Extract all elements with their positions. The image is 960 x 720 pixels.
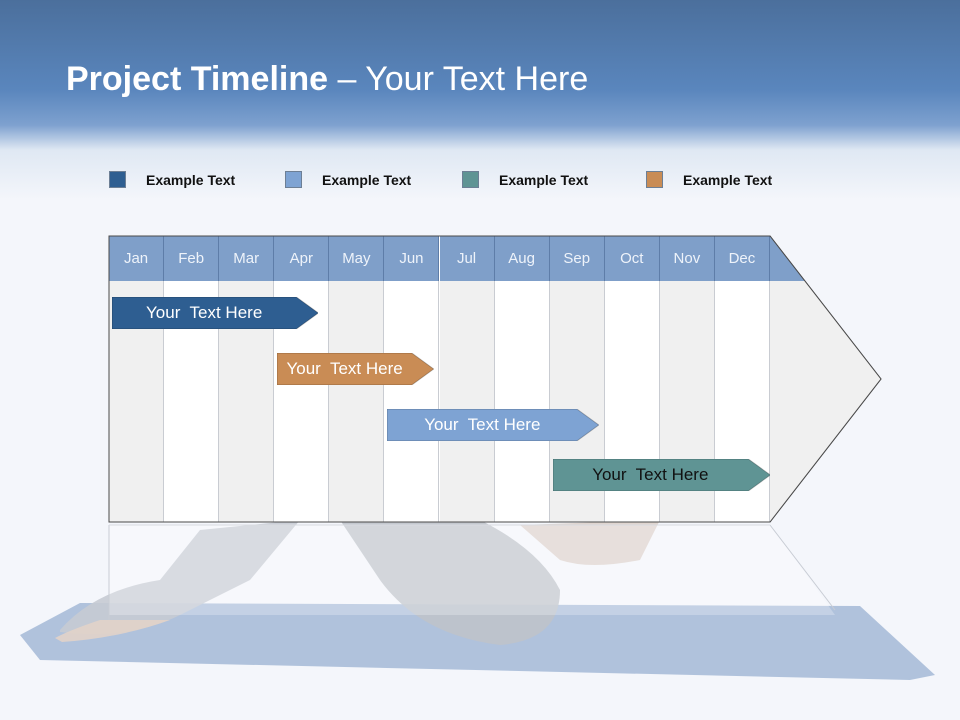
- background-photo: [20, 520, 935, 680]
- legend-label-1: Example Text: [146, 172, 236, 188]
- legend-label-3: Example Text: [499, 172, 589, 188]
- header-band: [0, 0, 960, 200]
- legend-label-2: Example Text: [322, 172, 412, 188]
- month-header-jul: Jul: [439, 236, 495, 281]
- legend: Example Text Example Text Example Text E…: [0, 170, 960, 194]
- month-column-may: [329, 281, 385, 522]
- page-title: Project Timeline – Your Text Here: [66, 60, 588, 99]
- month-column-jun: [384, 281, 440, 522]
- month-header-mar: Mar: [219, 236, 275, 281]
- task-bar-2[interactable]: Your Text Here: [277, 353, 434, 385]
- month-header-feb: Feb: [164, 236, 220, 281]
- month-header-oct: Oct: [604, 236, 660, 281]
- legend-swatch-2: [285, 171, 302, 188]
- task-bar-3[interactable]: Your Text Here: [387, 409, 600, 441]
- task-bar-1[interactable]: Your Text Here: [112, 297, 319, 329]
- legend-label-4: Example Text: [683, 172, 773, 188]
- month-header-apr: Apr: [274, 236, 330, 281]
- task-bar-4[interactable]: Your Text Here: [552, 459, 770, 491]
- month-header-jun: Jun: [384, 236, 440, 281]
- task-bar-label-3: Your Text Here: [424, 415, 541, 434]
- title-rest: – Your Text Here: [328, 60, 589, 98]
- task-bar-label-1: Your Text Here: [146, 303, 263, 322]
- title-bold: Project Timeline: [66, 60, 329, 98]
- legend-swatch-3: [462, 171, 479, 188]
- month-header-aug: Aug: [494, 236, 550, 281]
- month-header-sep: Sep: [549, 236, 605, 281]
- month-header-may: May: [329, 236, 385, 281]
- task-bar-label-4: Your Text Here: [592, 465, 709, 484]
- legend-swatch-4: [646, 171, 663, 188]
- month-column-aug: [494, 281, 550, 522]
- month-column-jul: [439, 281, 495, 522]
- task-bar-label-2: Your Text Here: [286, 359, 403, 378]
- month-header-jan: Jan: [109, 236, 165, 281]
- month-header-nov: Nov: [659, 236, 715, 281]
- month-header-dec: Dec: [714, 236, 770, 281]
- legend-swatch-1: [109, 171, 126, 188]
